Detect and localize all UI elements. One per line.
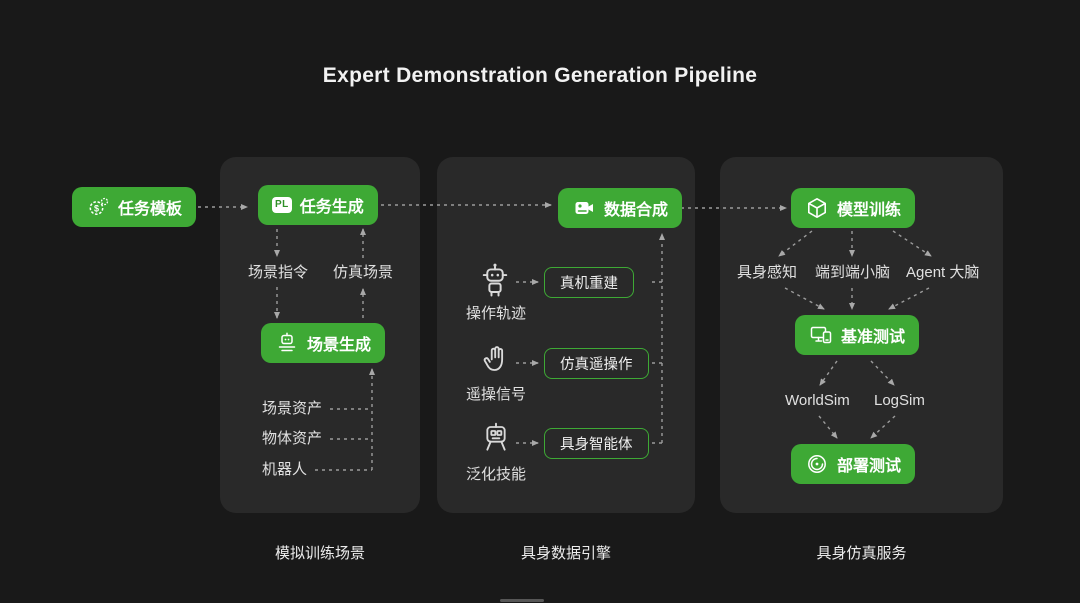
data-synthesis-icon — [572, 196, 596, 220]
generalization-skill-icon — [480, 421, 512, 457]
svg-text:$: $ — [94, 203, 99, 213]
label-scene-assets: 场景资产 — [262, 400, 323, 417]
label-generalized-skills: 泛化技能 — [465, 466, 526, 483]
label-agent-brain: Agent 大脑 — [906, 264, 980, 281]
label-object-assets: 物体资产 — [262, 430, 323, 447]
node-model-training: 模型训练 — [791, 188, 916, 228]
node-task-generation: PL 任务生成 — [258, 185, 378, 225]
label-worldsim: WorldSim — [785, 392, 850, 409]
node-embodied-agent: 具身智能体 — [544, 428, 649, 459]
benchmark-devices-icon — [809, 323, 833, 347]
label-robot: 机器人 — [262, 461, 308, 478]
node-data-synthesis-label: 数据合成 — [604, 202, 669, 219]
label-operation-trajectory: 操作轨迹 — [465, 305, 526, 322]
node-task-generation-label: 任务生成 — [299, 199, 364, 216]
node-real-machine-reconstruction: 真机重建 — [544, 267, 634, 298]
label-logsim: LogSim — [874, 392, 925, 409]
node-task-template: $ 任务模板 — [72, 187, 197, 227]
node-task-template-label: 任务模板 — [118, 201, 183, 218]
task-template-icon: $ — [86, 195, 110, 219]
node-benchmark-testing: 基准测试 — [795, 315, 920, 355]
node-sim-teleoperation: 仿真遥操作 — [544, 348, 649, 379]
node-scene-generation: 场景生成 — [261, 323, 386, 363]
model-training-cube-icon — [805, 196, 829, 220]
label-teleop-signal: 遥操信号 — [465, 386, 526, 403]
diagram-title: Expert Demonstration Generation Pipeline — [322, 64, 758, 87]
node-deployment-testing: 部署测试 — [791, 444, 916, 484]
deployment-swirl-icon — [805, 452, 829, 476]
node-data-synthesis: 数据合成 — [558, 188, 683, 228]
label-end-to-end-cerebellum: 端到端小脑 — [815, 264, 891, 281]
node-scene-generation-label: 场景生成 — [307, 337, 372, 354]
caption-sim-training-scene: 模拟训练场景 — [274, 545, 365, 562]
label-embodied-perception: 具身感知 — [737, 264, 798, 281]
bottom-progress-line — [500, 599, 544, 602]
node-deployment-testing-label: 部署测试 — [837, 458, 902, 475]
manipulation-robot-icon — [478, 261, 512, 299]
node-benchmark-testing-label: 基准测试 — [841, 329, 906, 346]
label-scene-instruction: 场景指令 — [248, 264, 309, 281]
pl-badge-icon: PL — [272, 197, 292, 213]
teleop-glove-icon — [480, 343, 512, 377]
label-sim-scene: 仿真场景 — [333, 264, 394, 281]
caption-embodied-data-engine: 具身数据引擎 — [520, 545, 611, 562]
caption-embodied-sim-service: 具身仿真服务 — [816, 545, 907, 562]
scene-generation-icon — [275, 331, 299, 355]
node-model-training-label: 模型训练 — [837, 202, 902, 219]
